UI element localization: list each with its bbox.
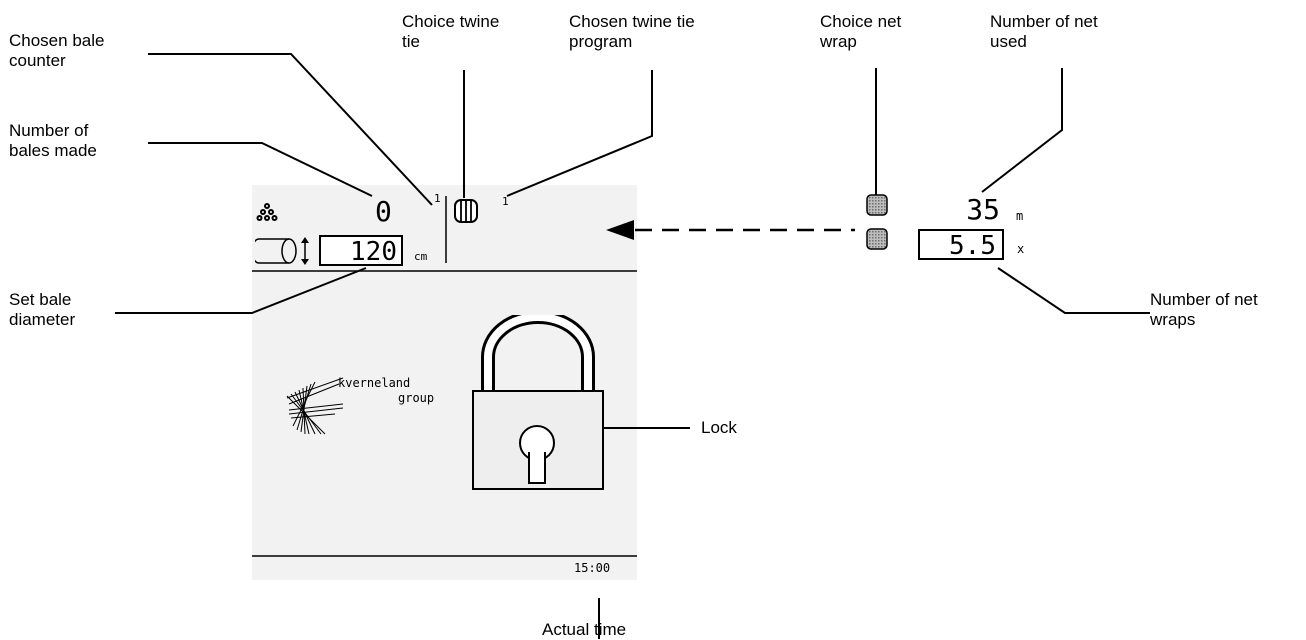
net-used-value: 35 — [966, 193, 1000, 226]
bale-diameter-icon — [255, 237, 309, 265]
callout-text: Choice twine — [402, 12, 500, 31]
callout-text: Chosen bale — [9, 31, 105, 50]
bale-diameter-field[interactable]: 120 — [319, 235, 403, 266]
callout-text: counter — [9, 51, 66, 70]
bale-diameter-value: 120 — [350, 237, 397, 267]
callout-text: Choice net — [820, 12, 902, 31]
callout-text: diameter — [9, 310, 76, 329]
callout-number-of-net-wraps: Number of net wraps — [1150, 290, 1258, 330]
callout-text: Number of net — [1150, 290, 1258, 309]
bale-counter-index: 1 — [434, 192, 441, 205]
bale-stack-icon — [256, 203, 278, 221]
callout-text: Set bale — [9, 290, 72, 309]
callout-actual-time: Actual time — [542, 620, 626, 640]
net-wrap-icon — [866, 194, 888, 216]
callout-chosen-bale-counter: Chosen bale counter — [9, 31, 104, 71]
logo-line2: group — [398, 391, 435, 405]
net-wraps-unit: x — [1017, 242, 1025, 256]
callout-text: Number of net — [990, 12, 1098, 31]
callout-lock: Lock — [701, 418, 737, 438]
callout-text: used — [990, 32, 1027, 51]
callout-text: wraps — [1150, 310, 1196, 329]
bales-made-value: 0 — [375, 195, 392, 228]
callout-chosen-twine-tie-program: Chosen twine tie program — [569, 12, 695, 52]
terminal-screen — [252, 185, 637, 580]
net-wrap-icon — [866, 228, 888, 250]
callout-text: Lock — [701, 418, 737, 437]
callout-text: Number of — [9, 121, 89, 140]
net-used-unit: m — [1016, 209, 1024, 223]
callout-text: program — [569, 32, 633, 51]
callout-choice-net-wrap: Choice net wrap — [820, 12, 901, 52]
callout-text: tie — [402, 32, 420, 51]
callout-text: Chosen twine tie — [569, 12, 695, 31]
twine-tie-icon — [454, 199, 478, 223]
callout-text: wrap — [820, 32, 857, 51]
logo-line1: kverneland — [338, 376, 411, 390]
net-wraps-field[interactable]: 5.5 — [918, 229, 1004, 260]
diameter-unit: cm — [414, 250, 428, 263]
padlock-icon — [472, 315, 604, 490]
twine-program-index: 1 — [502, 195, 509, 208]
callout-number-of-net-used: Number of net used — [990, 12, 1098, 52]
callout-text: bales made — [9, 141, 97, 160]
callout-set-bale-diameter: Set bale diameter — [9, 290, 75, 330]
net-wraps-value: 5.5 — [949, 231, 996, 261]
actual-time-value: 15:00 — [574, 561, 611, 575]
callout-choice-twine-tie: Choice twine tie — [402, 12, 499, 52]
kverneland-logo — [286, 377, 344, 435]
callout-number-of-bales-made: Number of bales made — [9, 121, 97, 161]
callout-text: Actual time — [542, 620, 627, 639]
